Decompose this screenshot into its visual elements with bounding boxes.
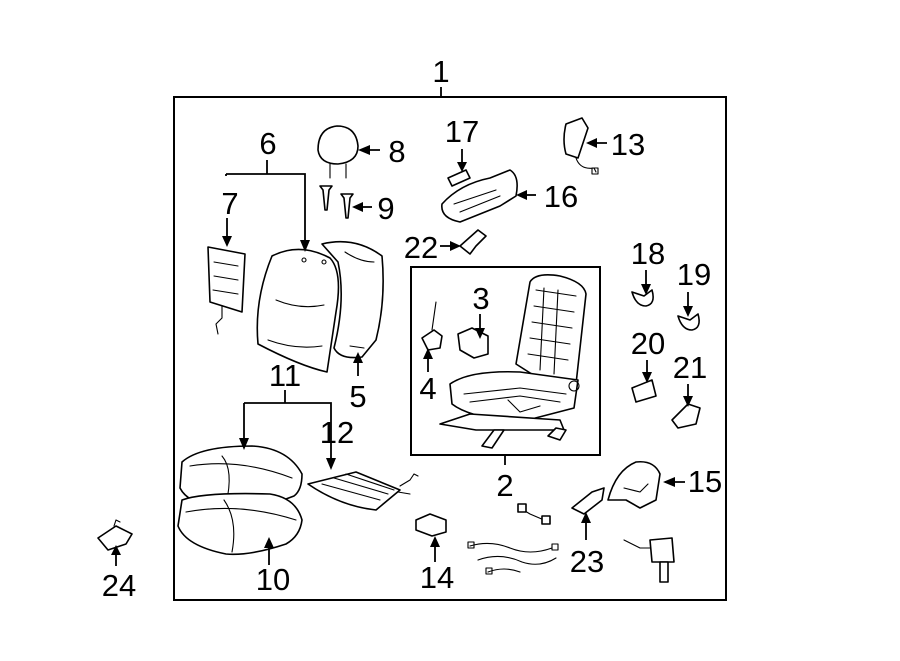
callout-18[interactable]: 18 bbox=[631, 236, 665, 271]
bracket-21-part[interactable] bbox=[671, 403, 701, 429]
callout-10[interactable]: 10 bbox=[256, 562, 290, 597]
callout-17[interactable]: 17 bbox=[445, 114, 479, 149]
callout-12[interactable]: 12 bbox=[320, 415, 354, 450]
clip-18-part[interactable] bbox=[631, 289, 654, 307]
recliner-cable-part[interactable] bbox=[421, 301, 443, 351]
seat-frame-part[interactable] bbox=[439, 274, 587, 449]
callout-1[interactable]: 1 bbox=[432, 54, 449, 89]
seat-cushion-heater-part[interactable] bbox=[307, 471, 419, 511]
seat-belt-buckle-part[interactable] bbox=[623, 537, 675, 583]
callout-14[interactable]: 14 bbox=[420, 560, 454, 595]
seat-cushion-pad-part[interactable] bbox=[177, 492, 303, 556]
shield-clip-part[interactable] bbox=[447, 169, 471, 187]
callout-2[interactable]: 2 bbox=[496, 468, 513, 503]
headrest-guide-part[interactable] bbox=[319, 185, 354, 219]
callout-8[interactable]: 8 bbox=[388, 134, 405, 169]
track-cover-part[interactable] bbox=[571, 487, 605, 515]
assembly-frame bbox=[173, 96, 727, 601]
callout-20[interactable]: 20 bbox=[631, 326, 665, 361]
callout-16[interactable]: 16 bbox=[544, 179, 578, 214]
seat-back-pad-part[interactable] bbox=[321, 240, 384, 359]
callout-6[interactable]: 6 bbox=[259, 126, 276, 161]
callout-5[interactable]: 5 bbox=[349, 379, 366, 414]
callout-13[interactable]: 13 bbox=[611, 127, 645, 162]
callout-9[interactable]: 9 bbox=[377, 191, 394, 226]
cover-clip-part[interactable] bbox=[459, 229, 487, 255]
clip-19-part[interactable] bbox=[677, 313, 700, 331]
seat-back-cover-part[interactable] bbox=[256, 248, 340, 373]
seat-bracket-part[interactable] bbox=[457, 327, 489, 359]
callout-15[interactable]: 15 bbox=[688, 464, 722, 499]
seat-shield-part[interactable] bbox=[441, 169, 518, 223]
callout-24[interactable]: 24 bbox=[102, 568, 136, 603]
bracket-20-part[interactable] bbox=[631, 379, 657, 403]
callout-19[interactable]: 19 bbox=[677, 257, 711, 292]
callout-7[interactable]: 7 bbox=[221, 186, 238, 221]
headrest-part[interactable] bbox=[317, 125, 359, 179]
callout-21[interactable]: 21 bbox=[673, 350, 707, 385]
wire-harness-part[interactable] bbox=[467, 503, 559, 575]
buckle-cover-part[interactable] bbox=[607, 460, 661, 509]
callout-23[interactable]: 23 bbox=[570, 544, 604, 579]
seat-back-heater-part[interactable] bbox=[207, 246, 246, 335]
callout-3[interactable]: 3 bbox=[472, 281, 489, 316]
callout-11[interactable]: 11 bbox=[269, 358, 301, 393]
side-airbag-part[interactable] bbox=[563, 117, 599, 175]
outer-clip-part[interactable] bbox=[97, 519, 133, 551]
callout-4[interactable]: 4 bbox=[419, 371, 436, 406]
seat-switch-part[interactable] bbox=[415, 513, 447, 537]
callout-22[interactable]: 22 bbox=[404, 230, 438, 265]
